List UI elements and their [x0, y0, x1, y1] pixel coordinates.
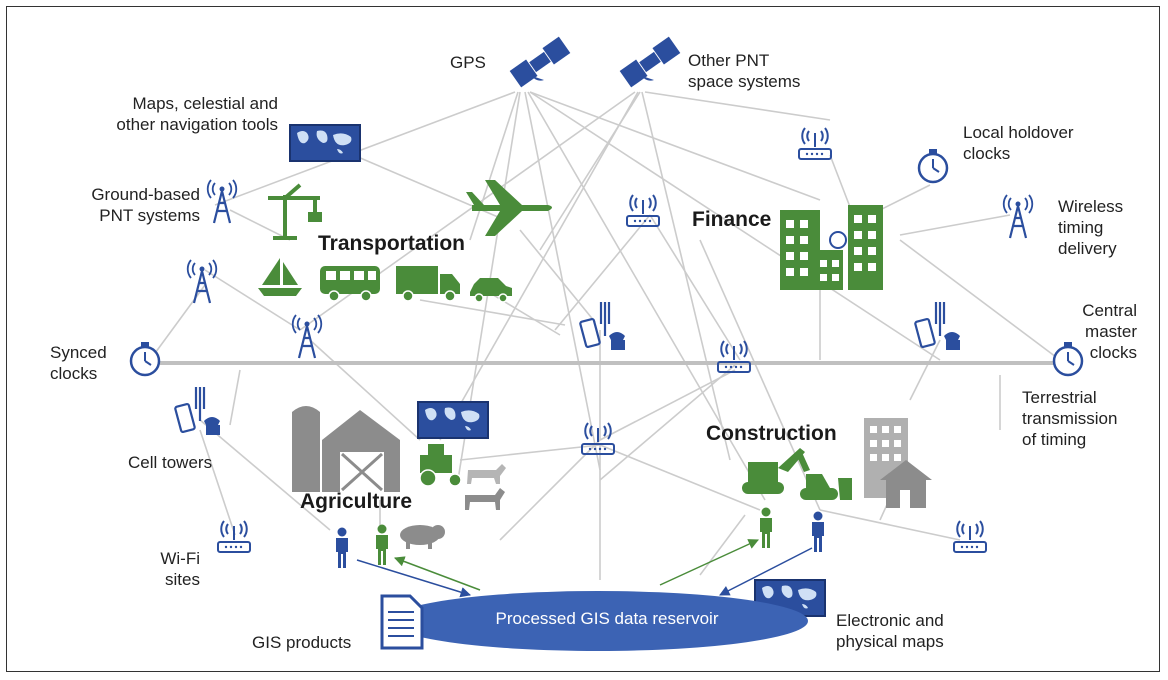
person-icon: [376, 524, 388, 565]
airplane-icon: [466, 180, 552, 236]
radio-tower-icon: [1002, 193, 1034, 240]
pig-icon: [400, 525, 445, 549]
local-holdover-label: Local holdover clocks: [963, 123, 1074, 163]
electronic-maps-label: Electronic and physical maps: [836, 611, 944, 651]
other-pnt-label: Other PNT space systems: [688, 51, 801, 91]
cell-towers-label: Cell towers: [128, 453, 213, 472]
gps-label: GPS: [450, 53, 486, 72]
stopwatch-icon: [917, 147, 949, 184]
arrow: [719, 547, 813, 596]
excavator-icon: [742, 448, 810, 494]
wifi-router-icon: [217, 520, 251, 553]
cell-tower-phone-icon: [578, 300, 627, 352]
person-icon: [760, 507, 772, 548]
bus-icon: [320, 266, 380, 302]
cell-tower-phone-icon: [173, 385, 222, 437]
stopwatch-icon: [129, 340, 161, 377]
wifi-sites-label: Wi-Fi sites: [160, 549, 200, 589]
cow-icon: [467, 464, 506, 484]
wifi-router-icon: [953, 520, 987, 553]
reservoir-label: Processed GIS data reservoir: [495, 609, 719, 628]
maps-tools-label: Maps, celestial and other navigation too…: [116, 94, 278, 134]
car-icon: [470, 278, 512, 303]
sector-agriculture: Agriculture: [300, 490, 413, 513]
arrow: [356, 559, 472, 598]
frame-border: [6, 6, 1160, 672]
document-icon: [380, 594, 424, 650]
tractor-icon: [419, 444, 462, 487]
sector-finance: Finance: [692, 208, 772, 231]
truck-icon: [396, 266, 460, 302]
barn-icon: [292, 406, 400, 492]
gis-products-label: GIS products: [252, 633, 352, 652]
sector-transportation: Transportation: [318, 232, 466, 255]
ground-pnt-label: Ground-based PNT systems: [91, 185, 200, 225]
crane-icon: [268, 183, 322, 240]
house-icon: [880, 460, 932, 508]
wifi-router-icon: [717, 340, 751, 373]
map-icon: [417, 401, 489, 439]
cell-tower-phone-icon: [913, 300, 962, 352]
gis-data-reservoir: [388, 591, 808, 651]
cow-icon: [465, 488, 505, 510]
satellite-icon: [619, 36, 681, 88]
sector-construction: Construction: [706, 422, 837, 445]
sailboat-icon: [258, 258, 302, 296]
bulldozer-icon: [800, 474, 852, 500]
central-master-label: Central master clocks: [1082, 301, 1137, 362]
wireless-timing-label: Wireless timing delivery: [1058, 197, 1124, 258]
office-buildings-icon: [780, 205, 883, 290]
arrow: [659, 539, 759, 586]
map-icon: [289, 124, 361, 162]
radio-tower-icon: [291, 313, 323, 360]
arrow: [394, 556, 481, 591]
terrestrial-label: Terrestrial transmission of timing: [1022, 388, 1118, 449]
radio-tower-icon: [186, 258, 218, 305]
person-icon: [812, 511, 824, 552]
radio-tower-icon: [206, 178, 238, 225]
person-icon: [336, 527, 348, 568]
synced-clocks-label: Synced clocks: [50, 343, 107, 383]
satellite-icon: [509, 36, 571, 88]
wifi-router-icon: [798, 127, 832, 160]
